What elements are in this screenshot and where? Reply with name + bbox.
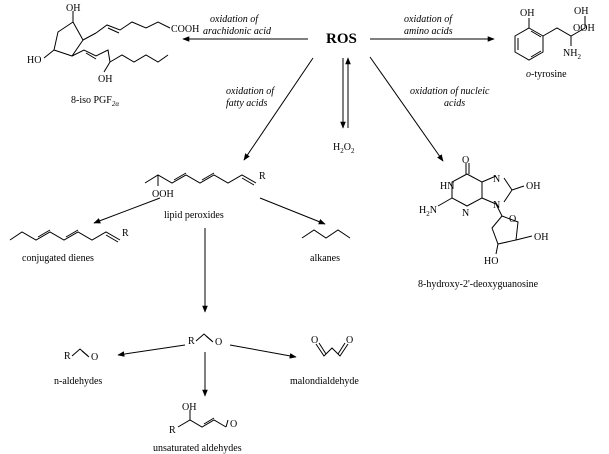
atom-hn: HN (440, 181, 454, 192)
atom-oh-8: OH (526, 181, 540, 192)
atom-cooh: COOH (171, 24, 199, 35)
label-oxidation-fatty-2: fatty acids (226, 98, 267, 109)
deoxyguanosine-structure (437, 163, 533, 255)
atom-oh-tyrosine: OH (520, 8, 534, 19)
lipid-peroxides-label: lipid peroxides (164, 210, 224, 221)
label-oxidation-amino-2: amino acids (404, 26, 453, 37)
atom-h2n: H2N (419, 205, 437, 218)
label-oxidation-arachidonic-1: oxidation of (210, 14, 259, 25)
atom-o-mda-2: O (346, 335, 353, 346)
atom-n9: N (493, 200, 500, 211)
unsaturated-aldehydes-label: unsaturated aldehydes (153, 443, 242, 454)
atom-r-n-aldehyde: R (64, 351, 71, 362)
atom-ho-left: HO (27, 55, 41, 66)
atom-r-unsat: R (169, 425, 176, 436)
atom-o-mda-1: O (311, 335, 318, 346)
arrow-to-conjugated-dienes (93, 197, 161, 224)
n-aldehyde-double-bond (81, 350, 90, 358)
arrow-to-lipid-peroxides (243, 57, 314, 161)
deoxyguanosine-label: 8-hydroxy-2'-deoxyguanosine (418, 279, 539, 290)
atom-n3: N (462, 208, 469, 219)
arrow-to-alkanes (259, 197, 326, 225)
atom-o-n-aldehyde: O (91, 352, 98, 363)
atom-cooh-tyrosine: OOH (573, 23, 595, 34)
n-aldehydes-label: n-aldehydes (54, 376, 102, 387)
label-oxidation-fatty-1: oxidation of (226, 86, 275, 97)
atom-o-unsat: O (230, 419, 237, 430)
unsaturated-aldehyde-structure (177, 410, 229, 428)
atom-oh-unsat: OH (182, 402, 196, 413)
label-oxidation-nucleic-2: acids (444, 98, 465, 109)
alkanes-label: alkanes (310, 253, 340, 264)
conjugated-dienes-structure (9, 229, 121, 243)
arrow-to-malondialdehyde (229, 344, 297, 359)
atom-o-sugar: O (509, 214, 516, 225)
label-oxidation-arachidonic-2: arachidonic acid (203, 26, 272, 37)
lipid-peroxide-structure (144, 172, 257, 186)
tyrosine-label: o-tyrosine (526, 69, 567, 80)
label-oxidation-nucleic-1: oxidation of nucleic (410, 86, 490, 97)
isoprostane-label: 8-iso PGF2α (71, 95, 119, 108)
atom-o-guanine: O (462, 155, 469, 166)
atom-oh-bottom: OH (98, 74, 112, 85)
atom-nh2: NH2 (563, 48, 581, 61)
arrow-to-deoxyguanosine (369, 56, 444, 162)
n-aldehyde-bond (71, 348, 89, 357)
atom-oh-5prime: OH (534, 232, 548, 243)
arrow-to-n-aldehydes (117, 344, 186, 357)
atom-r-aldehyde: R (188, 336, 195, 347)
atom-ho-3prime: HO (484, 256, 498, 267)
isoprostane-structure (43, 11, 171, 73)
atom-n7: N (493, 174, 500, 185)
atom-oh-acid: OH (574, 6, 588, 17)
aldehyde-double-bond (205, 335, 214, 343)
malondialdehyde-structure (315, 342, 349, 357)
atom-oh-top: OH (66, 3, 80, 14)
tyrosine-structure (514, 16, 586, 61)
aldehyde-bond (195, 333, 213, 342)
malondialdehyde-label: malondialdehyde (290, 376, 359, 387)
label-oxidation-amino-1: oxidation of (404, 14, 453, 25)
conjugated-dienes-label: conjugated dienes (22, 253, 94, 264)
atom-r-lipid: R (259, 171, 266, 182)
atom-ooh: OOH (152, 189, 174, 200)
h2o2-label: H2O2 (333, 142, 355, 155)
atom-o-aldehyde: O (215, 337, 222, 348)
alkanes-structure (301, 229, 351, 239)
ros-label: ROS (326, 31, 357, 47)
atom-r-dienes: R (122, 228, 129, 239)
